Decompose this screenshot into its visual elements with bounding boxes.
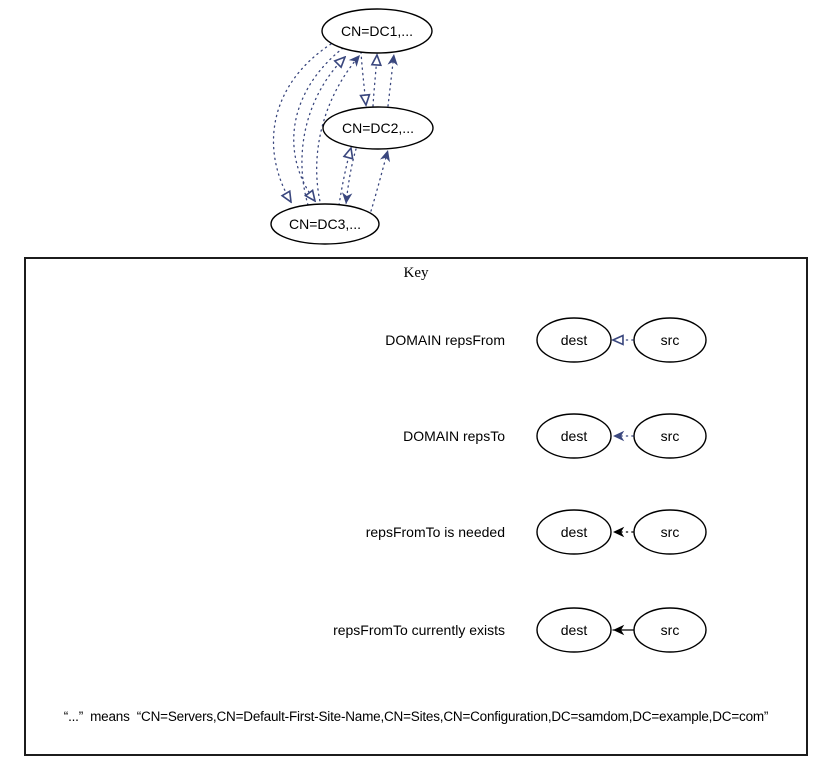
node-dc3: CN=DC3,... [270, 203, 380, 245]
edge-dc1-dc2-repsfrom [361, 51, 366, 105]
key-row-label: repsFromTo currently exists [333, 622, 505, 638]
replication-graph: CN=DC1,... CN=DC2,... CN=DC3,... [270, 8, 434, 245]
src-label: src [661, 332, 680, 348]
src-label: src [661, 622, 680, 638]
node-dc1: CN=DC1,... [321, 8, 433, 54]
key-row-example-needed: dest src [536, 509, 707, 555]
key-box: Key DOMAIN repsFrom dest src DOMAIN reps… [24, 257, 808, 756]
dest-node [536, 607, 612, 653]
dest-label: dest [561, 524, 588, 540]
key-row-label: DOMAIN repsTo [403, 428, 505, 444]
edge-dc3-dc1-repsfrom [301, 57, 345, 206]
edge-dc3-dc2-repsto [370, 149, 390, 212]
edge-dc3-dc2-repsfrom [338, 148, 351, 206]
key-row-repsfrom: DOMAIN repsFrom dest src [26, 310, 806, 370]
key-row-needed: repsFromTo is needed dest src [26, 502, 806, 562]
key-row-repsto: DOMAIN repsTo dest src [26, 406, 806, 466]
dest-node [536, 317, 612, 363]
dest-node [536, 509, 612, 555]
edge-dc1-dc3-repsfrom-b [293, 47, 344, 201]
edge-dc2-dc1-repsfrom [373, 55, 377, 107]
src-label: src [661, 524, 680, 540]
key-row-exists: repsFromTo currently exists dest src [26, 600, 806, 660]
key-row-example-repsto: dest src [536, 413, 707, 459]
dest-node [536, 413, 612, 459]
edge-dc3-dc1-repsto [316, 54, 361, 207]
src-node [633, 509, 707, 555]
key-row-example-repsfrom: dest src [536, 317, 707, 363]
key-row-label: repsFromTo is needed [365, 524, 505, 540]
src-node [633, 317, 707, 363]
key-footnote: “...” means “CN=Servers,CN=Default-First… [63, 709, 769, 724]
key-title: Key [403, 265, 429, 281]
dest-label: dest [561, 332, 588, 348]
edge-dc2-dc3-repsto [342, 148, 357, 205]
edge-dc2-dc1-repsto [387, 53, 398, 107]
node-dc2: CN=DC2,... [322, 106, 434, 150]
dest-label: dest [561, 428, 588, 444]
key-row-example-exists: dest src [536, 607, 707, 653]
node-dc3-label: CN=DC3,... [289, 216, 361, 232]
src-label: src [661, 428, 680, 444]
dest-label: dest [561, 622, 588, 638]
node-dc1-label: CN=DC1,... [341, 23, 413, 39]
key-row-label: DOMAIN repsFrom [385, 332, 505, 348]
node-dc2-label: CN=DC2,... [342, 120, 414, 136]
src-node [633, 413, 707, 459]
